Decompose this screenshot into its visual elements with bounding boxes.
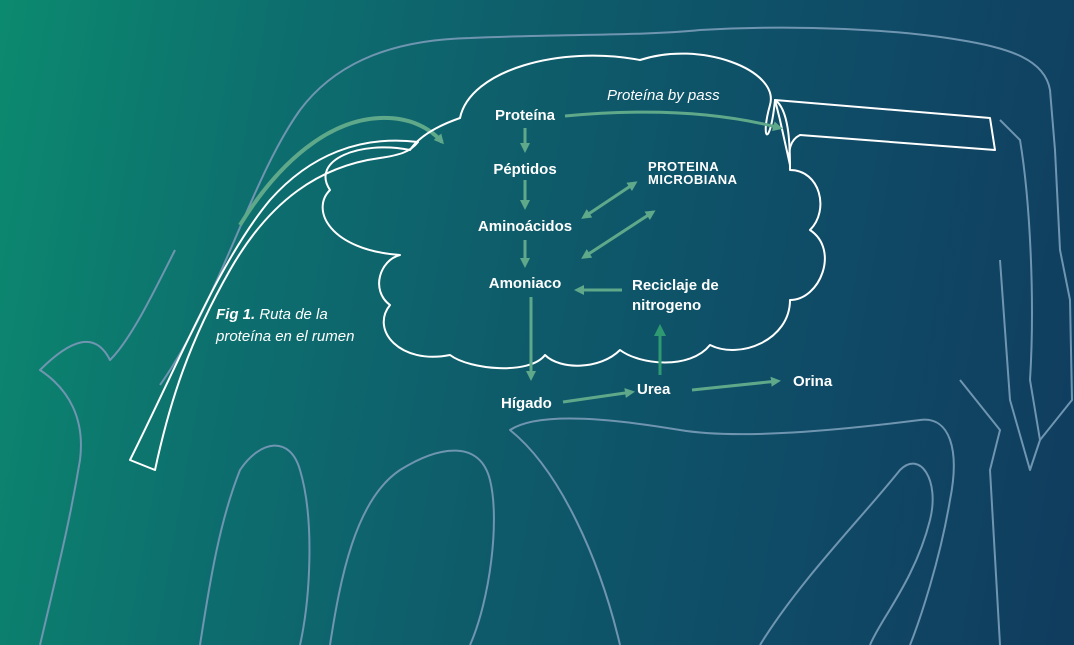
node-peptidos: Péptidos: [493, 161, 556, 178]
cow-front-leg-outline: [40, 250, 175, 645]
flow-arrows: [525, 112, 780, 402]
figure-caption-line2: proteína en el rumen: [216, 326, 354, 348]
arrow-aminoacidos-microbiana-lower: [587, 212, 653, 255]
esophagus-flow-arrow: [240, 118, 442, 225]
arrow-urea-orina: [692, 381, 778, 390]
node-aminoacidos: Aminoácidos: [478, 218, 572, 235]
arrow-proteina-bypass: [565, 112, 780, 128]
figure-caption: Fig 1. Ruta de la proteína en el rumen: [216, 304, 354, 348]
node-higado: Hígado: [501, 395, 552, 412]
node-amoniaco: Amoniaco: [489, 275, 562, 292]
cow-chest-outline: [330, 451, 494, 645]
cow-outline: [40, 28, 1072, 645]
node-proteina-microbiana-line2: MICROBIANA: [648, 173, 738, 186]
node-urea: Urea: [637, 381, 670, 398]
node-reciclaje-line2: nitrogeno: [632, 297, 701, 314]
cow-mid-leg-outline: [510, 418, 954, 645]
cow-back-leg-outline: [760, 464, 933, 645]
cow-front-leg-inner-outline: [200, 446, 309, 645]
node-orina: Orina: [793, 373, 832, 390]
cow-tail-outline: [1000, 120, 1040, 440]
rumen-outline: [323, 54, 825, 369]
figure-caption-line1: Fig 1. Ruta de la: [216, 304, 354, 326]
figure-caption-number: Fig 1.: [216, 306, 255, 323]
figure-caption-line1-text: Ruta de la: [255, 306, 328, 323]
arrow-higado-urea: [563, 392, 632, 402]
cow-belly-outline: [960, 380, 1000, 645]
node-reciclaje-line1: Reciclaje de: [632, 277, 719, 294]
arrow-aminoacidos-microbiana-upper: [587, 183, 635, 215]
edge-label-bypass: Proteína by pass: [607, 85, 720, 107]
node-proteina: Proteína: [495, 107, 555, 124]
intestine-outline: [775, 100, 995, 165]
